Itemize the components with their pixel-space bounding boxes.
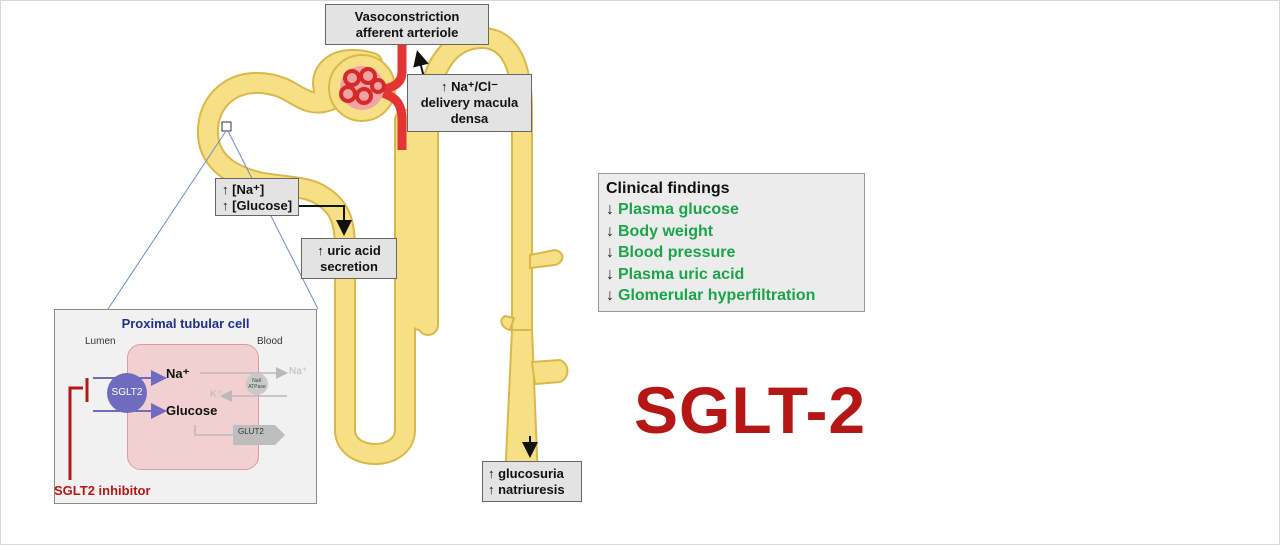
finding-label: Glomerular hyperfiltration: [618, 287, 816, 304]
nak-atpase-pump: NaK ATPase: [246, 373, 268, 395]
ascending-limb: [415, 120, 433, 320]
box-line: ↑ uric acid: [317, 243, 381, 258]
box-line: ↑ natriuresis: [488, 482, 565, 497]
box-line: ↑ glucosuria: [488, 466, 564, 481]
down-arrow-icon: ↓: [606, 244, 614, 261]
finding-item: ↓Plasma glucose: [606, 199, 864, 221]
macula-densa-box: ↑ Na⁺/Cl⁻ delivery macula densa: [407, 74, 532, 132]
finding-label: Blood pressure: [618, 244, 736, 261]
vasoconstriction-box: Vasoconstriction afferent arteriole: [325, 4, 489, 45]
down-arrow-icon: ↓: [606, 287, 614, 304]
zoom-line: [227, 130, 319, 310]
finding-label: Plasma uric acid: [618, 265, 745, 283]
arrow-to-uric-acid: [296, 205, 352, 236]
finding-item: ↓Plasma uric acid: [606, 264, 864, 286]
box-line: secretion: [320, 259, 378, 274]
clinical-findings-title: Clinical findings: [606, 180, 730, 197]
duct-branch: [530, 358, 569, 386]
down-arrow-icon: ↓: [606, 222, 614, 240]
glomerulus: [339, 40, 407, 150]
finding-item: ↓Blood pressure: [606, 242, 864, 264]
sodium-out-label: Na⁺: [289, 366, 308, 377]
box-line: ↑ [Na⁺]: [222, 182, 265, 197]
glucosuria-box: ↑ glucosuria ↑ natriuresis: [482, 461, 582, 502]
uric-acid-box: ↑ uric acid secretion: [301, 238, 397, 279]
glucose-label: Glucose: [166, 403, 218, 418]
glut2-label: GLUT2: [238, 427, 264, 436]
lumen-label: Lumen: [85, 336, 116, 347]
finding-item: ↓Glomerular hyperfiltration: [606, 285, 864, 307]
proximal-cell-panel: Proximal tubular cell Lumen Blood SGLT2 …: [54, 309, 317, 504]
clinical-findings-panel: Clinical findings ↓Plasma glucose ↓Body …: [598, 173, 865, 312]
box-line: ↑ Na⁺/Cl⁻: [440, 79, 499, 94]
box-line: delivery macula: [420, 95, 519, 110]
sglt2-headline: SGLT-2: [634, 373, 867, 447]
finding-item: ↓Body weight: [606, 221, 864, 243]
finding-label: Plasma glucose: [618, 201, 739, 218]
duct-branch: [529, 248, 564, 270]
box-line: Vasoconstriction: [354, 9, 460, 24]
down-arrow-icon: ↓: [606, 265, 614, 283]
zoom-line: [107, 130, 227, 310]
finding-label: Body weight: [618, 222, 714, 240]
box-line: densa: [450, 111, 489, 126]
sglt2-transporter: SGLT2: [107, 373, 147, 413]
down-arrow-icon: ↓: [606, 201, 614, 218]
blood-label: Blood: [257, 336, 283, 347]
cell-panel-title: Proximal tubular cell: [121, 316, 250, 331]
box-line: ↑ [Glucose]: [222, 198, 293, 213]
duct-branch: [500, 314, 516, 332]
box-line: afferent arteriole: [355, 25, 459, 40]
collecting-duct: [503, 329, 540, 481]
potassium-label: K⁺: [210, 389, 222, 400]
sodium-glucose-box: ↑ [Na⁺] ↑ [Glucose]: [215, 178, 299, 216]
sglt2-inhibitor-label: SGLT2 inhibitor: [54, 483, 151, 498]
sample-marker: [221, 121, 232, 132]
cell-body: [127, 344, 259, 470]
sodium-label: Na⁺: [166, 366, 190, 381]
